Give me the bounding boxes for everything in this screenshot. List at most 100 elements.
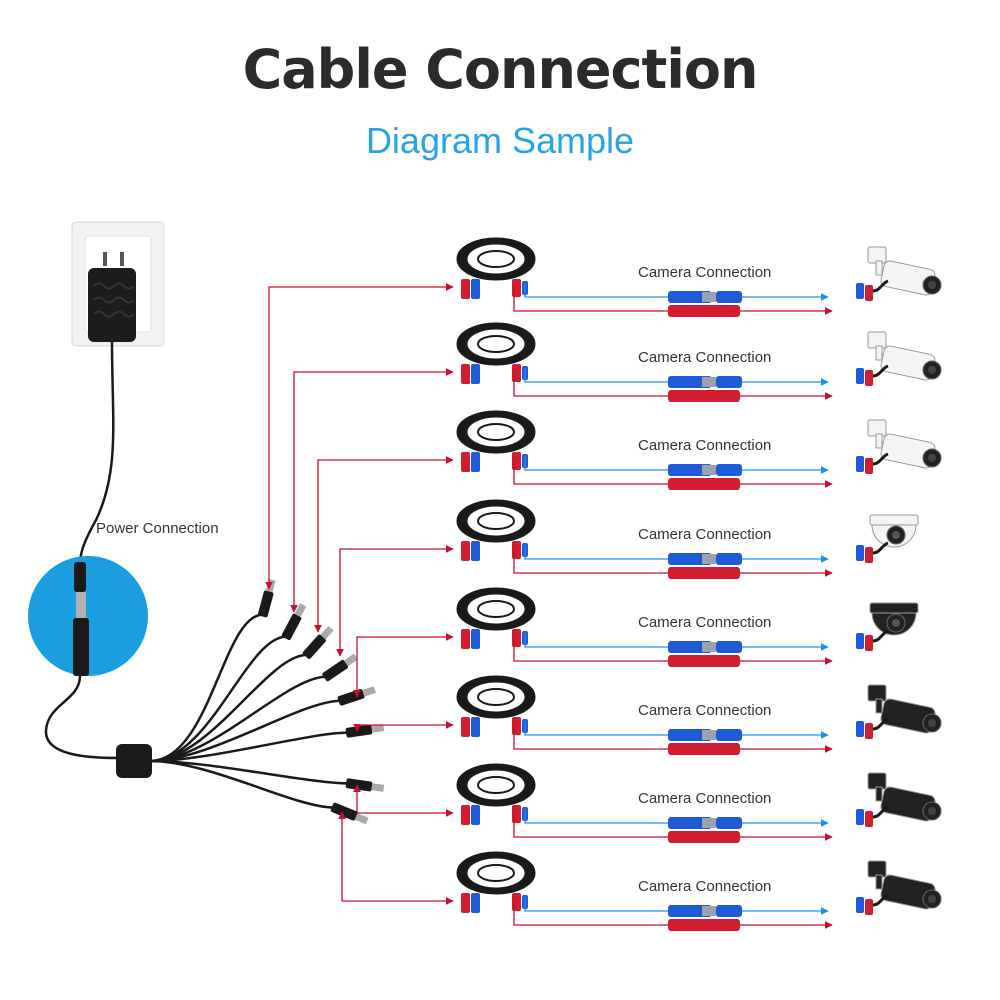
camera-connection-label: Camera Connection <box>638 349 771 366</box>
bnc-connector <box>716 291 742 303</box>
coil-power-connector <box>461 717 470 737</box>
camera-connection-label: Camera Connection <box>638 878 771 895</box>
power-arrow <box>353 721 454 732</box>
dc-connector <box>668 567 740 579</box>
bullet-camera-icon <box>856 246 942 301</box>
cable-coil-icon <box>456 851 536 895</box>
bnc-connector <box>716 376 742 388</box>
page-title: Cable Connection <box>242 38 759 101</box>
coil-power-connector <box>461 805 470 825</box>
bnc-connector <box>668 729 712 741</box>
dc-connector <box>668 390 740 402</box>
cable-coil-icon <box>456 237 536 281</box>
power-connection-label: Power Connection <box>96 520 219 537</box>
splitter-branch <box>149 675 327 763</box>
coil-power-connector <box>461 629 470 649</box>
camera-connection-label: Camera Connection <box>638 702 771 719</box>
dc-connector <box>668 305 740 317</box>
bnc-connector <box>668 641 712 653</box>
coil-video-connector <box>471 717 480 737</box>
splitter-branch <box>149 635 287 763</box>
cable-coil-icon <box>456 587 536 631</box>
camera-row: Camera Connection <box>149 759 942 843</box>
dome-camera-icon <box>856 602 919 651</box>
bnc-connector <box>668 553 712 565</box>
camera-connection-label: Camera Connection <box>638 437 771 454</box>
cable-coil-icon <box>456 499 536 543</box>
cable-coil-icon <box>456 675 536 719</box>
bnc-connector <box>716 729 742 741</box>
power-arrow <box>265 283 454 590</box>
adapter-cable <box>78 341 115 566</box>
splitter-branch <box>149 653 308 763</box>
bnc-connector <box>716 641 742 653</box>
dc-plug-icon <box>330 802 369 825</box>
power-arrow <box>290 368 454 613</box>
dc-plug-icon <box>322 653 358 682</box>
camera-connection-label: Camera Connection <box>638 526 771 543</box>
splitter-branch <box>149 699 341 763</box>
power-adapter-icon <box>88 268 136 342</box>
bnc-connector <box>668 291 712 303</box>
dc-connector <box>668 919 740 931</box>
bnc-connector <box>668 905 712 917</box>
cable-coil-icon <box>456 410 536 454</box>
coil-power-connector <box>461 364 470 384</box>
coil-power-connector <box>461 279 470 299</box>
coil-power-connector <box>461 541 470 561</box>
coil-video-connector <box>471 364 480 384</box>
power-arrow <box>314 456 454 633</box>
bnc-connector <box>716 817 742 829</box>
bnc-connector <box>668 376 712 388</box>
coil-video-connector <box>471 541 480 561</box>
camera-connection-label: Camera Connection <box>638 264 771 281</box>
cable-coil-icon <box>456 763 536 807</box>
dc-plug-icon <box>257 578 276 618</box>
power-arrow <box>336 545 454 657</box>
coil-power-connector <box>461 893 470 913</box>
power-cable <box>44 675 119 760</box>
camera-row: Camera Connection <box>149 759 942 931</box>
bullet-camera-icon <box>856 772 942 827</box>
page-subtitle: Diagram Sample <box>365 120 635 161</box>
camera-row: Camera Connection <box>149 410 942 763</box>
bnc-connector <box>668 464 712 476</box>
camera-row: Camera Connection <box>149 499 919 763</box>
splitter-branch <box>149 731 349 763</box>
coil-video-connector <box>471 452 480 472</box>
bnc-connector <box>716 905 742 917</box>
camera-row: Camera Connection <box>149 675 942 763</box>
splitter-branch <box>149 759 334 809</box>
power-arrow <box>353 633 454 698</box>
dc-connector <box>668 655 740 667</box>
bullet-camera-icon <box>856 684 942 739</box>
cable-coil-icon <box>456 322 536 366</box>
camera-connection-label: Camera Connection <box>638 614 771 631</box>
bnc-connector <box>668 817 712 829</box>
camera-row: Camera Connection <box>149 237 942 763</box>
power-arrow <box>338 811 454 905</box>
coil-power-connector <box>461 452 470 472</box>
dc-connector <box>668 743 740 755</box>
bullet-camera-icon <box>856 331 942 386</box>
dc-connector <box>668 478 740 490</box>
dc-plug-icon <box>73 562 89 676</box>
bnc-connector <box>716 553 742 565</box>
camera-connection-label: Camera Connection <box>638 790 771 807</box>
splitter-hub <box>116 744 152 778</box>
camera-row: Camera Connection <box>149 587 919 763</box>
coil-video-connector <box>471 629 480 649</box>
coil-video-connector <box>471 805 480 825</box>
bnc-connector <box>716 464 742 476</box>
bullet-camera-icon <box>856 860 942 915</box>
bullet-camera-icon <box>856 419 942 474</box>
dc-plug-icon <box>345 778 385 792</box>
camera-row: Camera Connection <box>149 322 942 763</box>
dc-connector <box>668 831 740 843</box>
coil-video-connector <box>471 893 480 913</box>
dome-camera-icon <box>856 514 919 563</box>
coil-video-connector <box>471 279 480 299</box>
power-connection-highlight <box>28 556 148 676</box>
splitter-branch <box>149 613 264 763</box>
